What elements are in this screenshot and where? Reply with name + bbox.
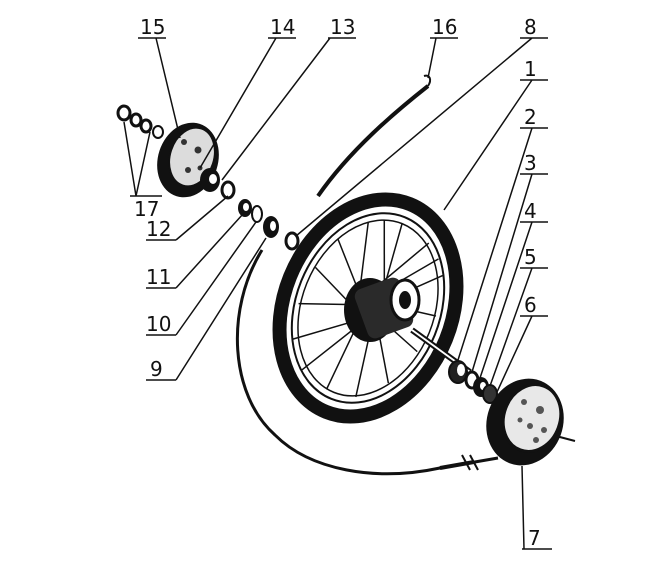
wheel-hub xyxy=(344,277,421,342)
circlip-part-11 xyxy=(251,205,263,223)
bearing-spacer-part-2 xyxy=(448,360,468,384)
label-part-14: 14 xyxy=(270,15,295,39)
label-part-3: 3 xyxy=(524,151,537,175)
label-part-17: 17 xyxy=(134,197,159,221)
label-part-7: 7 xyxy=(528,526,541,550)
label-part-8: 8 xyxy=(524,15,537,39)
label-part-13: 13 xyxy=(330,15,355,39)
label-part-16: 16 xyxy=(432,15,457,39)
brake-cable xyxy=(235,249,499,476)
washer-part-8 xyxy=(284,231,300,251)
speedometer-cable xyxy=(316,74,432,198)
label-part-10: 10 xyxy=(146,312,171,336)
label-part-12: 12 xyxy=(146,217,171,241)
leader-lines xyxy=(123,37,552,550)
label-part-11: 11 xyxy=(146,265,171,289)
wheel-assembly xyxy=(272,192,464,424)
label-part-6: 6 xyxy=(524,293,537,317)
label-part-15: 15 xyxy=(140,15,165,39)
bearing-part-12 xyxy=(238,199,252,217)
label-part-5: 5 xyxy=(524,245,537,269)
spacer-part-14 xyxy=(200,168,220,192)
part-labels: 1 2 3 4 5 6 7 8 9 10 11 12 13 14 15 16 1… xyxy=(134,15,541,550)
label-part-4: 4 xyxy=(524,199,537,223)
seal-part-10 xyxy=(263,216,279,238)
label-part-1: 1 xyxy=(524,57,537,81)
washer-part-13 xyxy=(220,180,236,200)
label-part-9: 9 xyxy=(150,357,163,381)
bolt-set-part-17 xyxy=(116,104,164,139)
label-part-2: 2 xyxy=(524,105,537,129)
brake-drum-part-7 xyxy=(486,378,576,466)
